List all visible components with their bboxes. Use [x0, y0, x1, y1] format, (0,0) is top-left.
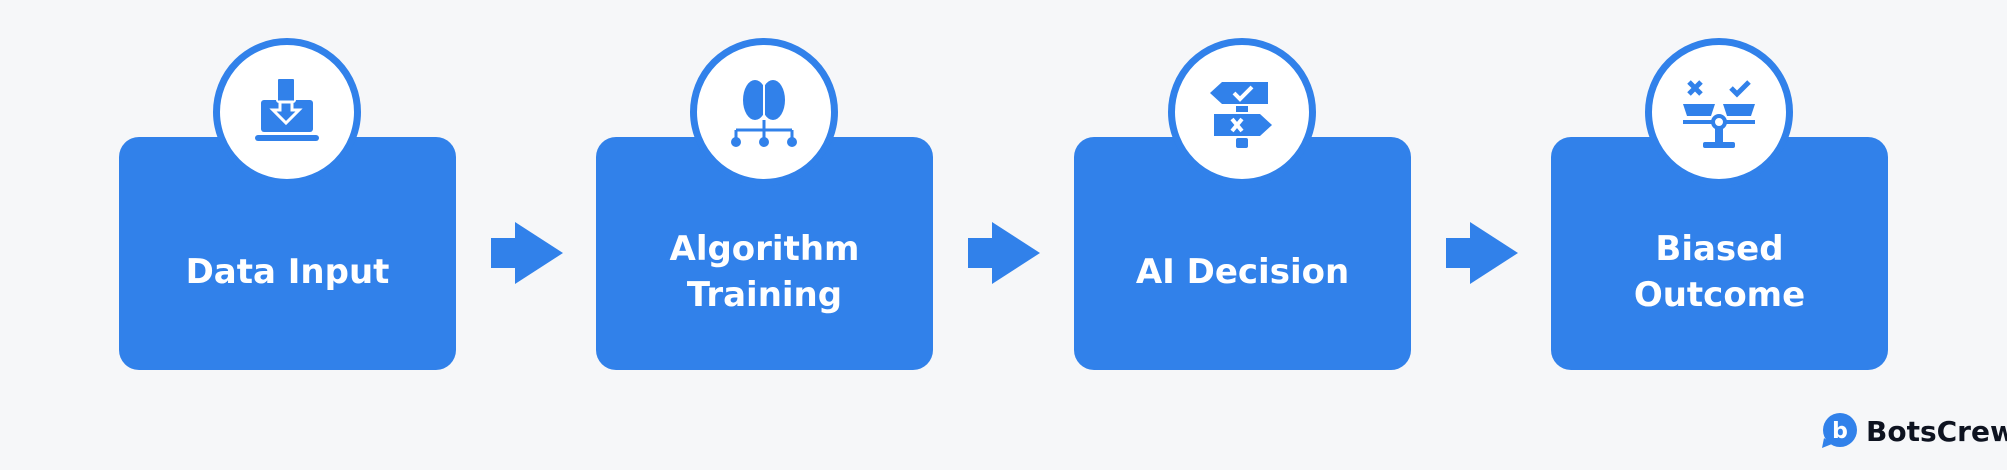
laptop-download-icon — [213, 38, 361, 186]
step-box: Algorithm Training — [596, 137, 933, 370]
step-label: Algorithm Training — [669, 228, 860, 315]
signpost-decision-icon — [1168, 38, 1316, 186]
arrow-right-icon — [491, 222, 563, 284]
step-label: AI Decision — [1135, 251, 1350, 292]
brain-network-icon — [690, 38, 838, 186]
scale-balance-icon — [1645, 38, 1793, 186]
arrow-right-icon — [1446, 222, 1518, 284]
svg-text:b: b — [1832, 419, 1848, 444]
step-label: Data Input — [185, 251, 390, 292]
brand-name: BotsCrew — [1866, 414, 2007, 448]
step-label: Biased Outcome — [1633, 228, 1806, 315]
botscrew-logo: b BotsCrew — [1820, 412, 2007, 450]
botscrew-logo-icon: b — [1822, 413, 1857, 448]
arrow-right-icon — [968, 222, 1040, 284]
